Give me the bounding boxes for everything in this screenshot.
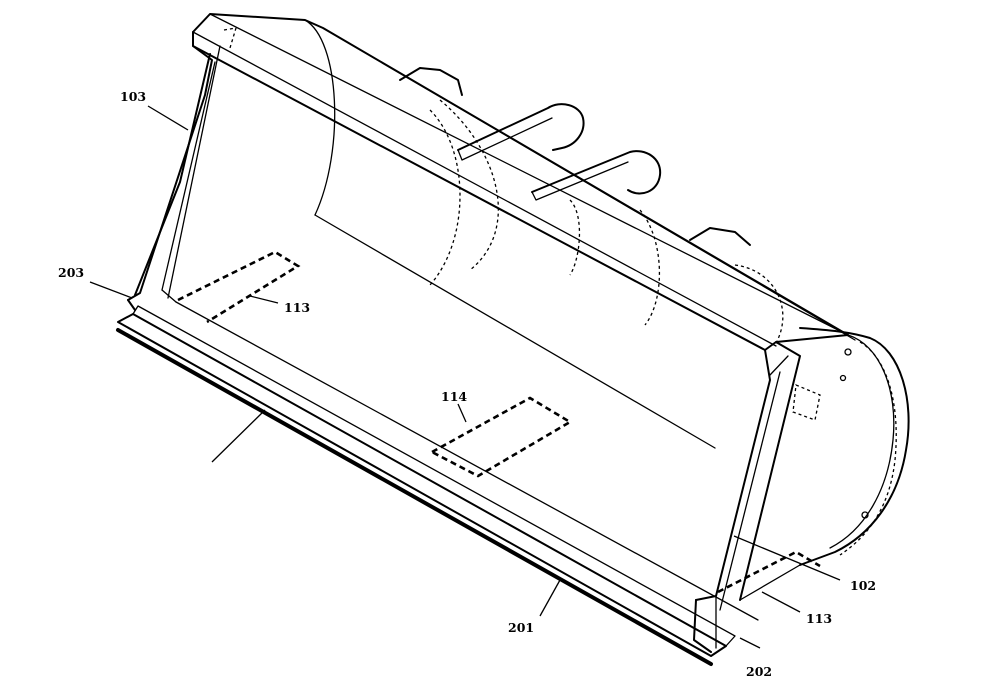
- label-201: 201: [508, 620, 534, 635]
- left-side-plate: [127, 45, 221, 311]
- mounting-hooks: [223, 27, 784, 346]
- label-103: 103: [120, 89, 146, 104]
- label-113-right: 113: [806, 611, 832, 626]
- label-113-left: 113: [284, 300, 310, 315]
- label-203: 203: [58, 265, 84, 280]
- leader-lines: [89, 105, 841, 649]
- label-202: 202: [746, 664, 772, 679]
- right-side-plate: [693, 341, 801, 653]
- cutting-edge: [116, 305, 736, 666]
- floor-zones: [175, 250, 821, 621]
- label-114: 114: [441, 389, 467, 404]
- label-102: 102: [850, 578, 876, 593]
- end-plate: [739, 327, 910, 601]
- back-wall: [304, 19, 856, 449]
